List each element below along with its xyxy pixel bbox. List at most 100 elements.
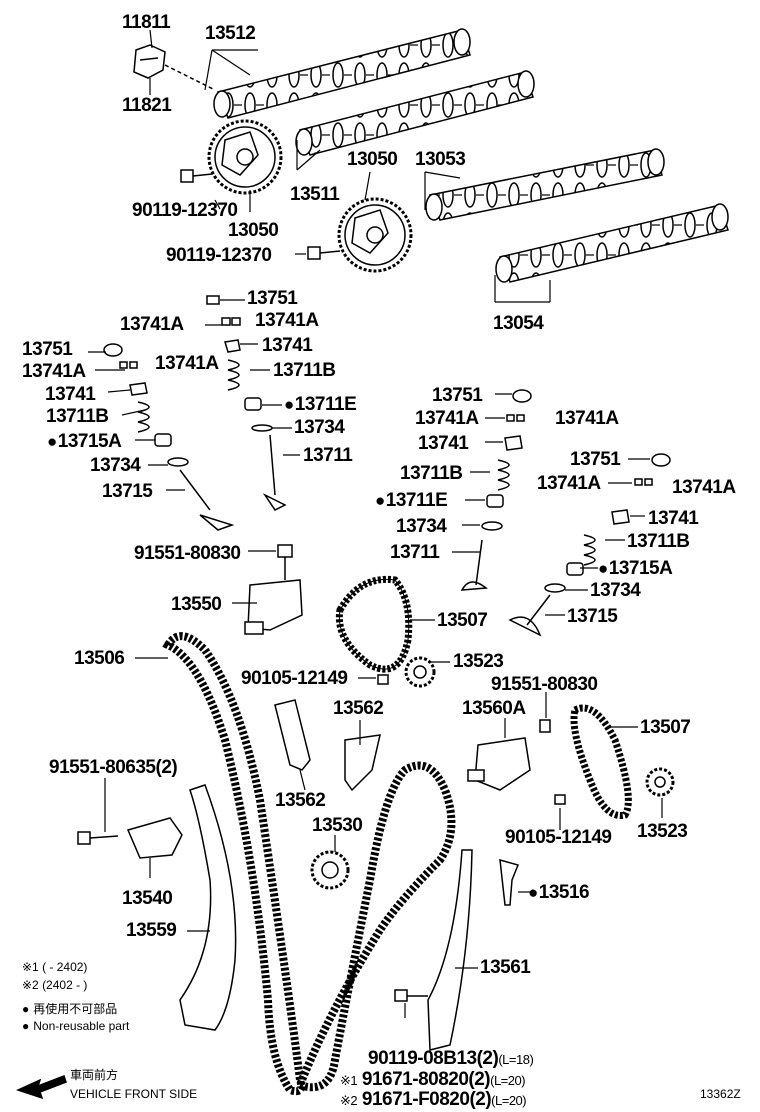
crank-sprocket-13530 bbox=[310, 850, 350, 890]
vehicle-front-jp: 車両前方 bbox=[70, 1068, 119, 1082]
part-label-13751-b[interactable]: 13751 bbox=[22, 339, 73, 360]
part-label-13711-a[interactable]: 13711 bbox=[303, 445, 353, 466]
part-label-90119-08B13[interactable]: 90119-08B13(2)(L=18) bbox=[368, 1048, 534, 1069]
part-label-13550[interactable]: 13550 bbox=[171, 594, 222, 615]
part-label-13512[interactable]: 13512 bbox=[205, 23, 256, 44]
part-label-13523-right[interactable]: 13523 bbox=[637, 821, 688, 842]
part-label-91671-80820[interactable]: ※1 91671-80820(2)(L=20) bbox=[340, 1069, 526, 1090]
leader-dashed bbox=[164, 64, 216, 91]
part-label-91551-80635[interactable]: 91551-80635(2) bbox=[49, 757, 178, 778]
part-label-13562-a[interactable]: 13562 bbox=[333, 698, 384, 719]
part-label-13050-right[interactable]: 13050 bbox=[347, 149, 398, 170]
period-mark-1: ※1 bbox=[340, 1073, 358, 1088]
part-label-13560A[interactable]: 13560A bbox=[462, 698, 526, 719]
bolt-90119-12370-a bbox=[180, 169, 213, 183]
part-label-13523-top[interactable]: 13523 bbox=[453, 651, 504, 672]
part-label-13741A-c[interactable]: 13741A bbox=[22, 361, 86, 382]
part-label-13711B-b[interactable]: 13711B bbox=[46, 406, 109, 427]
part-label-13711B-a[interactable]: 13711B bbox=[273, 360, 336, 381]
leader-lines bbox=[88, 29, 663, 1018]
part-label-13734-d[interactable]: 13734 bbox=[590, 580, 641, 601]
bullet-icon: ● bbox=[22, 1002, 30, 1016]
part-label-13734-b[interactable]: 13734 bbox=[90, 455, 141, 476]
part-label-13711B-d[interactable]: 13711B bbox=[627, 531, 690, 552]
bolt-90105-right bbox=[554, 794, 566, 805]
vvt-sprocket-13050-right bbox=[337, 197, 413, 273]
part-label-13516[interactable]: 13516 bbox=[528, 883, 590, 903]
part-label-11821[interactable]: 11821 bbox=[122, 95, 172, 116]
part-label-91551-80830-b[interactable]: 91551-80830 bbox=[491, 674, 598, 695]
part-label-13562-b[interactable]: 13562 bbox=[275, 790, 326, 811]
part-label-11811[interactable]: 11811 bbox=[122, 12, 171, 33]
valve-group-left bbox=[103, 295, 287, 531]
camshaft-13054 bbox=[495, 203, 729, 283]
part-label-13711B-c[interactable]: 13711B bbox=[400, 463, 463, 484]
part-label-13715A-a[interactable]: 13715A bbox=[47, 432, 122, 452]
oil-nozzle-13516 bbox=[499, 858, 520, 906]
sprocket-13523-top bbox=[404, 656, 436, 688]
part-label-91671-F0820[interactable]: ※2 91671-F0820(2)(L=20) bbox=[340, 1089, 527, 1110]
part-label-90119-12370-a[interactable]: 90119-12370 bbox=[132, 200, 238, 221]
part-label-13741A-h[interactable]: 13741A bbox=[672, 477, 736, 498]
part-label-13507-top[interactable]: 13507 bbox=[437, 610, 488, 631]
part-label-13741A-a[interactable]: 13741A bbox=[120, 314, 184, 335]
period-note-2: ※2 (2402 - ) bbox=[22, 978, 88, 992]
part-label-90105-12149-b[interactable]: 90105-12149 bbox=[505, 827, 612, 848]
camshaft-13053 bbox=[425, 148, 665, 221]
period-note-1: ※1 ( - 2402) bbox=[22, 960, 88, 974]
figure-id: 13362Z bbox=[700, 1087, 741, 1101]
part-label-13741-d[interactable]: 13741 bbox=[418, 433, 469, 454]
vehicle-front-arrow-icon bbox=[15, 1075, 67, 1100]
bearing-cap-icon bbox=[133, 44, 166, 79]
legend-nonreusable-jp: ●再使用不可部品 bbox=[22, 1002, 118, 1016]
part-label-13053[interactable]: 13053 bbox=[415, 149, 466, 170]
part-label-13530[interactable]: 13530 bbox=[312, 815, 363, 836]
sprocket-13523-right bbox=[645, 767, 675, 797]
part-label-13751-a[interactable]: 13751 bbox=[247, 288, 298, 309]
part-label-13506[interactable]: 13506 bbox=[74, 648, 125, 669]
part-label-13741-e[interactable]: 13741 bbox=[648, 508, 699, 529]
bullet-icon: ● bbox=[22, 1019, 30, 1033]
part-label-13054[interactable]: 13054 bbox=[493, 313, 544, 334]
part-label-13715-a[interactable]: 13715 bbox=[102, 481, 153, 502]
part-label-13507-right[interactable]: 13507 bbox=[640, 717, 691, 738]
bolt-90119-08B13 bbox=[394, 989, 428, 1002]
part-label-13511[interactable]: 13511 bbox=[290, 184, 340, 205]
part-label-13711E-b[interactable]: 13711E bbox=[375, 491, 448, 511]
chain-guide-13561 bbox=[427, 849, 473, 1051]
part-label-13741A-g[interactable]: 13741A bbox=[537, 473, 601, 494]
chain-tensioner-13550 bbox=[244, 544, 303, 635]
part-label-13540[interactable]: 13540 bbox=[122, 888, 173, 909]
period-mark-2: ※2 bbox=[340, 1093, 358, 1108]
chain-tensioner-13560A bbox=[467, 719, 551, 791]
part-label-13741A-e[interactable]: 13741A bbox=[415, 408, 479, 429]
part-label-13741A-f[interactable]: 13741A bbox=[555, 408, 619, 429]
part-label-13741-b[interactable]: 13741 bbox=[262, 335, 313, 356]
part-label-13741-c[interactable]: 13741 bbox=[45, 384, 96, 405]
part-label-13751-c[interactable]: 13751 bbox=[432, 385, 483, 406]
part-label-91551-80830-a[interactable]: 91551-80830 bbox=[134, 543, 241, 564]
part-label-13741A-d[interactable]: 13741A bbox=[155, 353, 219, 374]
part-label-13751-d[interactable]: 13751 bbox=[570, 449, 621, 470]
chain-13507-top bbox=[335, 575, 413, 673]
part-label-90105-12149-a[interactable]: 90105-12149 bbox=[241, 668, 348, 689]
bolt-90119-12370-b bbox=[307, 246, 341, 260]
bolt-90105-top bbox=[377, 674, 389, 685]
part-label-13050-left[interactable]: 13050 bbox=[228, 220, 279, 241]
part-label-13711E-a[interactable]: 13711E bbox=[284, 395, 357, 415]
part-label-13711-b[interactable]: 13711 bbox=[390, 542, 440, 563]
part-label-13741A-b[interactable]: 13741A bbox=[255, 310, 319, 331]
timing-chain-13506 bbox=[162, 632, 306, 1096]
part-label-13559[interactable]: 13559 bbox=[126, 920, 177, 941]
part-label-13734-a[interactable]: 13734 bbox=[294, 417, 345, 438]
camshaft-13511 bbox=[295, 70, 535, 156]
part-label-90119-12370-b[interactable]: 90119-12370 bbox=[166, 245, 272, 266]
valve-group-middle bbox=[460, 389, 532, 591]
vehicle-front-en: VEHICLE FRONT SIDE bbox=[70, 1087, 198, 1101]
part-label-13715A-b[interactable]: 13715A bbox=[598, 559, 673, 579]
part-label-13715-b[interactable]: 13715 bbox=[567, 606, 618, 627]
tensioner-13540 bbox=[77, 817, 183, 859]
part-label-13734-c[interactable]: 13734 bbox=[396, 516, 447, 537]
part-label-13561[interactable]: 13561 bbox=[480, 957, 531, 978]
